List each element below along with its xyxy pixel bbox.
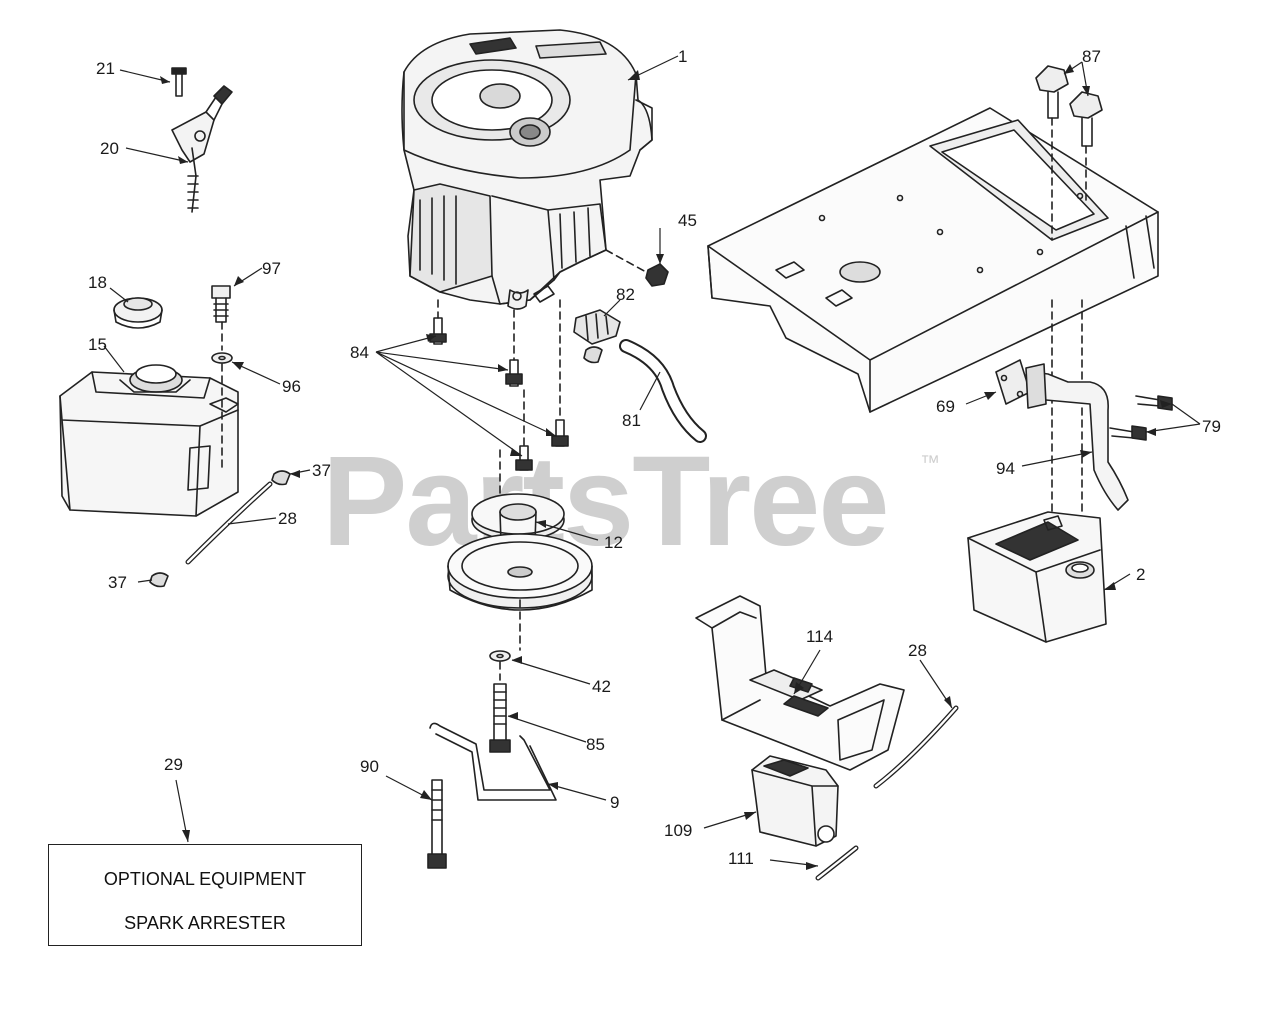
callout-96[interactable]: 96 [282,377,301,396]
fuel-filter-part[interactable] [751,755,839,847]
fuel-line-part[interactable] [815,845,859,881]
engine-bolt-part[interactable] [505,359,523,387]
hose-clamp-part[interactable] [149,572,169,588]
muffler-pipe-part[interactable] [1025,363,1129,511]
callout-114[interactable]: 114 [806,627,834,646]
fuel-fitting-part[interactable] [573,309,621,364]
callout-9[interactable]: 9 [610,793,620,812]
engine-bolt-part[interactable] [515,445,533,471]
fuel-line-part[interactable] [185,481,273,565]
frame-part[interactable] [707,107,1159,413]
callout-84[interactable]: 84 [350,343,369,362]
callout-1[interactable]: 1 [678,47,688,66]
callout-15[interactable]: 15 [88,335,107,354]
engine-bolt-part[interactable] [429,317,447,345]
nut-part[interactable] [645,263,669,287]
callout-21[interactable]: 21 [96,59,115,78]
muffler-part[interactable] [967,511,1107,643]
watermark: PartsTree [322,430,889,573]
spark-arrester-label: SPARK ARRESTER [124,913,286,933]
callout-28-left[interactable]: 28 [278,509,297,528]
bolt-part[interactable] [427,779,447,869]
callout-29[interactable]: 29 [164,755,183,774]
fuel-line-part[interactable] [873,705,959,789]
callout-85[interactable]: 85 [586,735,605,754]
callout-2[interactable]: 2 [1136,565,1146,584]
optional-equipment-box[interactable]: OPTIONAL EQUIPMENT SPARK ARRESTER [48,844,362,946]
callout-97[interactable]: 97 [262,259,281,278]
callout-90[interactable]: 90 [360,757,379,776]
callout-69[interactable]: 69 [936,397,955,416]
callout-37-upper[interactable]: 37 [312,461,331,480]
rod-part[interactable] [429,722,557,801]
bolt-part[interactable] [211,285,231,323]
callout-79[interactable]: 79 [1202,417,1221,436]
callout-109[interactable]: 109 [664,821,693,840]
callout-42[interactable]: 42 [592,677,611,696]
callout-28-right[interactable]: 28 [908,641,927,660]
frame-bolt-part[interactable] [1035,65,1103,147]
gasket-part[interactable] [995,359,1031,405]
muffler-bolt-part[interactable] [1109,395,1173,441]
callout-12[interactable]: 12 [604,533,623,552]
engine-pulley-part[interactable] [447,493,593,611]
hose-clamp-part[interactable] [271,470,291,486]
callout-45[interactable]: 45 [678,211,697,230]
watermark-trademark: ™ [920,452,940,474]
callout-20[interactable]: 20 [100,139,119,158]
optional-equipment-label: OPTIONAL EQUIPMENT [103,869,307,889]
callout-111[interactable]: 111 [728,849,754,868]
fuel-tank-part[interactable] [59,364,239,517]
fuel-hose-part[interactable] [619,339,707,443]
callout-81[interactable]: 81 [622,411,641,430]
engine-part[interactable] [401,29,653,310]
throttle-control-part[interactable] [171,67,233,213]
pulley-washer-part[interactable] [489,650,511,662]
callout-94[interactable]: 94 [996,459,1015,478]
washer-part[interactable] [211,352,233,364]
callout-87[interactable]: 87 [1082,47,1101,66]
pulley-bolt-part[interactable] [489,683,511,753]
callout-18[interactable]: 18 [88,273,107,292]
fuel-cap-part[interactable] [113,297,163,329]
callout-37-lower[interactable]: 37 [108,573,127,592]
callout-82[interactable]: 82 [616,285,635,304]
engine-bolt-part[interactable] [551,419,569,447]
bracket-part[interactable] [695,595,905,771]
leader-arrowheads [160,64,1172,870]
leader-lines [103,55,1201,867]
